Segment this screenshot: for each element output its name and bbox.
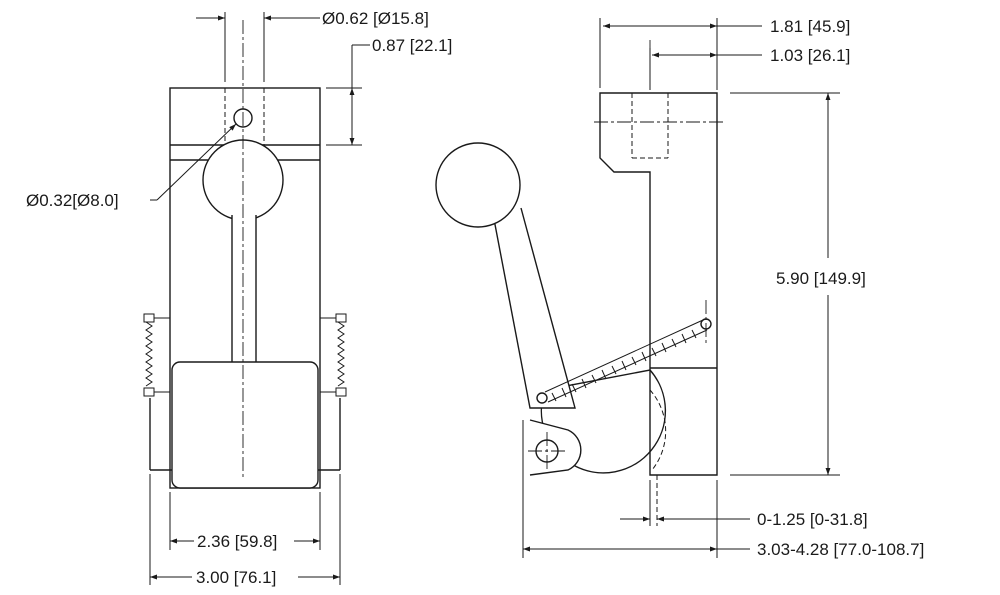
dim-pin-hole-small: Ø0.32[Ø8.0] bbox=[26, 123, 237, 210]
dim-total-height: 5.90 [149.9] bbox=[730, 92, 866, 476]
front-pin-hole bbox=[233, 108, 253, 128]
dim-body-outer-width: 3.00 [76.1] bbox=[149, 474, 341, 587]
dim-pin-hole-large: Ø0.62 [Ø15.8] bbox=[196, 9, 429, 82]
front-view: Ø0.62 [Ø15.8] 0.87 [22.1] Ø0.32[Ø8.0] 2.… bbox=[26, 9, 452, 587]
front-left-spring bbox=[143, 313, 170, 397]
front-lower-drum bbox=[171, 361, 319, 489]
side-spring bbox=[536, 300, 712, 404]
side-pivot-hub bbox=[529, 419, 582, 476]
label-body-inner-width: 2.36 [59.8] bbox=[197, 532, 277, 551]
front-handle-shaft bbox=[231, 215, 257, 375]
label-total-height: 5.90 [149.9] bbox=[776, 269, 866, 288]
label-pin-hole-large: Ø0.62 [Ø15.8] bbox=[322, 9, 429, 28]
label-body-outer-width: 3.00 [76.1] bbox=[196, 568, 276, 587]
side-cam-hidden bbox=[649, 389, 667, 471]
side-housing bbox=[599, 92, 718, 476]
dim-adjust-range: 0-1.25 [0-31.8] bbox=[620, 510, 868, 529]
label-pin-hole-small: Ø0.32[Ø8.0] bbox=[26, 191, 119, 210]
label-side-top-depth: 1.03 [26.1] bbox=[770, 46, 850, 65]
front-right-spring bbox=[320, 313, 347, 397]
dim-side-total-depth: 1.81 [45.9] bbox=[599, 17, 850, 88]
side-knob-ball bbox=[435, 142, 521, 228]
side-view: 1.81 [45.9] 1.03 [26.1] 5.90 [149.9] 0-1… bbox=[435, 17, 924, 559]
label-overall-length: 3.03-4.28 [77.0-108.7] bbox=[757, 540, 924, 559]
label-side-total-depth: 1.81 [45.9] bbox=[770, 17, 850, 36]
side-lever-handle bbox=[492, 207, 576, 409]
label-pin-offset: 0.87 [22.1] bbox=[372, 36, 452, 55]
dim-pin-offset: 0.87 [22.1] bbox=[326, 36, 452, 146]
dim-side-top-depth: 1.03 [26.1] bbox=[649, 46, 850, 90]
dim-body-inner-width: 2.36 [59.8] bbox=[169, 492, 321, 551]
label-adjust-range: 0-1.25 [0-31.8] bbox=[757, 510, 868, 529]
dim-overall-length: 3.03-4.28 [77.0-108.7] bbox=[523, 540, 924, 559]
